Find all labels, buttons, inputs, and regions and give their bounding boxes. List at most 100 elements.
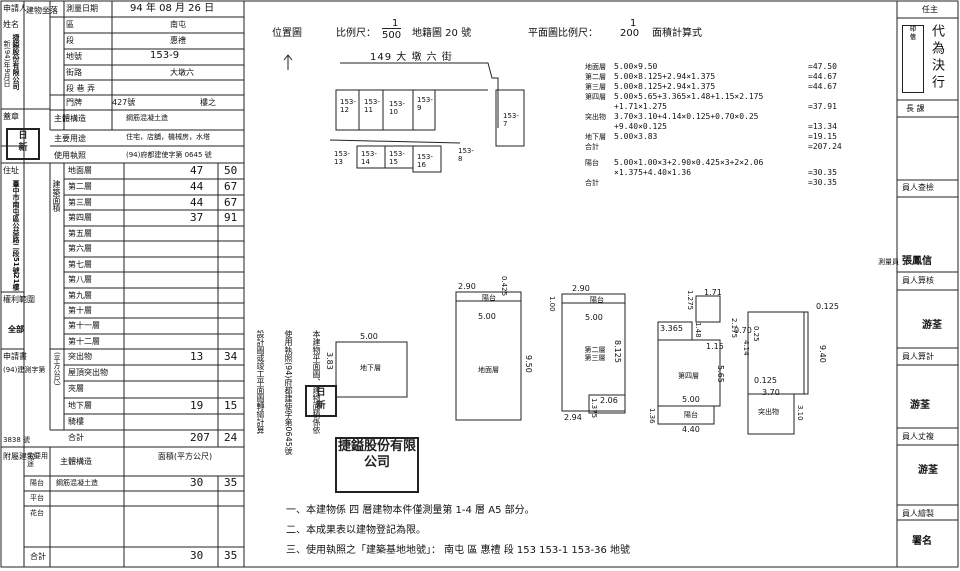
roof-e: 9.40 [818,345,827,363]
door-label: 門牌 [66,98,82,107]
parcel-label: 153-11 [364,98,380,114]
basement-w: 5.00 [360,332,378,341]
permit: (94)府都建使字第 0645 號 [126,151,212,159]
calc2-name: 游荃 [910,400,930,411]
floor-area-int: 37 [190,211,204,224]
f4-a: 1.275 [686,290,694,311]
calc-expr: ×1.375+4.40×1.36 [614,168,692,177]
survey-label: 員人丈複 [902,432,934,441]
area-calc-label: 面積計算式 [652,28,702,39]
f23-1: 1.00 [548,296,556,312]
apply-label: 申請書 [3,352,27,361]
scale-label: 比例尺： [336,28,376,39]
floor-name: 地下層 [68,401,92,410]
floor-name: 突出物 [68,352,92,361]
apply-no-2: 3838 號 [3,436,31,444]
parcel-label: 153-7 [503,112,519,128]
floor-name: 合計 [68,433,84,442]
district: 南屯 [170,20,186,29]
street: 大墩六 [170,68,194,77]
floor-area-int: 19 [190,399,204,412]
vertical-note-2: 使用執照(94)府都建使字第0645號 [284,330,293,455]
district-label: 區 [66,20,74,29]
applicant-label: 申請人 [3,4,27,13]
lot: 153-9 [150,50,180,61]
ground-top: 2.90 [458,282,476,291]
parcel-label: 153-10 [389,100,405,116]
annex-use: 陽台 [30,479,44,487]
structure-label: 主體構造 [54,114,86,123]
calc-floor: 第四層 [585,93,606,101]
calc-expr: 5.00×3.83 [614,132,658,141]
floor-name: 第四層 [68,213,92,222]
roof-f: 0.125 [754,376,777,385]
f4-e: 2.175 [730,318,738,339]
seal-stamp-icon: 日新 [6,128,40,160]
lot-label: 地號 [66,52,82,61]
calc-floor: 突出物 [585,113,606,121]
floor-area-int: 47 [190,164,204,177]
calc-expr: 5.00×8.125+2.94×1.375 [614,82,716,91]
map-label: 地籍圖 20 號 [412,28,472,39]
seal-label: 蓋章 [3,112,19,121]
survey-date: 94 年 08 月 26 日 [130,3,215,14]
ground-balcony: 陽台 [482,294,496,302]
calc-result: =44.67 [808,72,837,81]
owner-label: 任主 [922,5,938,14]
reviewer-name: 張鳳信 [902,256,932,267]
address-label: 住址 [3,166,19,175]
vertical-note-3: 本建物平面圖、建物面積係依 [312,330,321,434]
f23-w: 5.00 [585,313,603,322]
calc-floor: 第二層 [585,73,606,81]
floor-name: 第三層 [68,198,92,207]
roof-a: 0.125 [816,302,839,311]
calc-result: =207.24 [808,142,842,151]
lane-label: 段 巷 弄 [66,84,96,93]
f4-h: 5.65 [716,365,725,383]
permit-label: 使用執照 [54,151,86,160]
floor-name: 第十層 [68,306,92,315]
f23-small-2: 2.94 [564,413,582,422]
ground-label: 地面層 [478,366,499,374]
floor-name: 地面層 [68,166,92,175]
street-name: 149 大 墩 六 街 [370,52,453,63]
rights-label: 權利範圍 [3,295,35,304]
calc-floor: 地面層 [585,63,606,71]
calc2-label: 員人算計 [902,352,934,361]
floor-area-dec: 50 [224,164,238,177]
floors-group-label: 建築面積 [52,180,61,212]
calc-floor: 陽台 [585,159,599,167]
calc-result: =37.91 [808,102,837,111]
floor-area-dec: 91 [224,211,238,224]
floor-area-dec: 15 [224,399,238,412]
calc-result: =13.34 [808,122,837,131]
calc-floor: 地下層 [585,133,606,141]
location-label: 位置圖 [272,28,302,39]
f4-f: 1.15 [706,342,724,351]
chief-label: 代為決行 [929,24,944,92]
calc-expr: +9.40×0.125 [614,122,667,131]
section-label: 段 [66,36,74,45]
calc-expr: 5.00×9.50 [614,62,658,71]
structure: 鋼筋混凝土造 [126,114,168,122]
f23-balcony: 陽台 [590,296,604,304]
reviewer-prefix: 測量員 [878,258,899,266]
floor-name: 第十二層 [68,337,100,346]
calc-result: =19.15 [808,132,837,141]
parcel-label: 153-13 [334,150,350,166]
basement-h: 3.83 [325,352,334,370]
calc-result: =44.67 [808,82,837,91]
calc-floor: 合計 [585,143,599,151]
calc-expr: 5.00×8.125+2.94×1.375 [614,72,716,81]
street-label: 街路 [66,68,82,77]
section: 惠禮 [170,36,186,45]
roof-label: 突出物 [758,408,779,416]
annex-use: 平台 [30,494,44,502]
f4-c: 3.365 [660,324,683,333]
floor-area-int: 207 [190,431,210,444]
survey-date-label: 測量日期 [66,4,98,13]
parcel-label: 153-16 [417,153,433,169]
building-loc-label: 建物坐落 [26,6,58,15]
calc-expr: 5.00×5.65+3.365×1.48+1.15×2.175 [614,92,764,101]
